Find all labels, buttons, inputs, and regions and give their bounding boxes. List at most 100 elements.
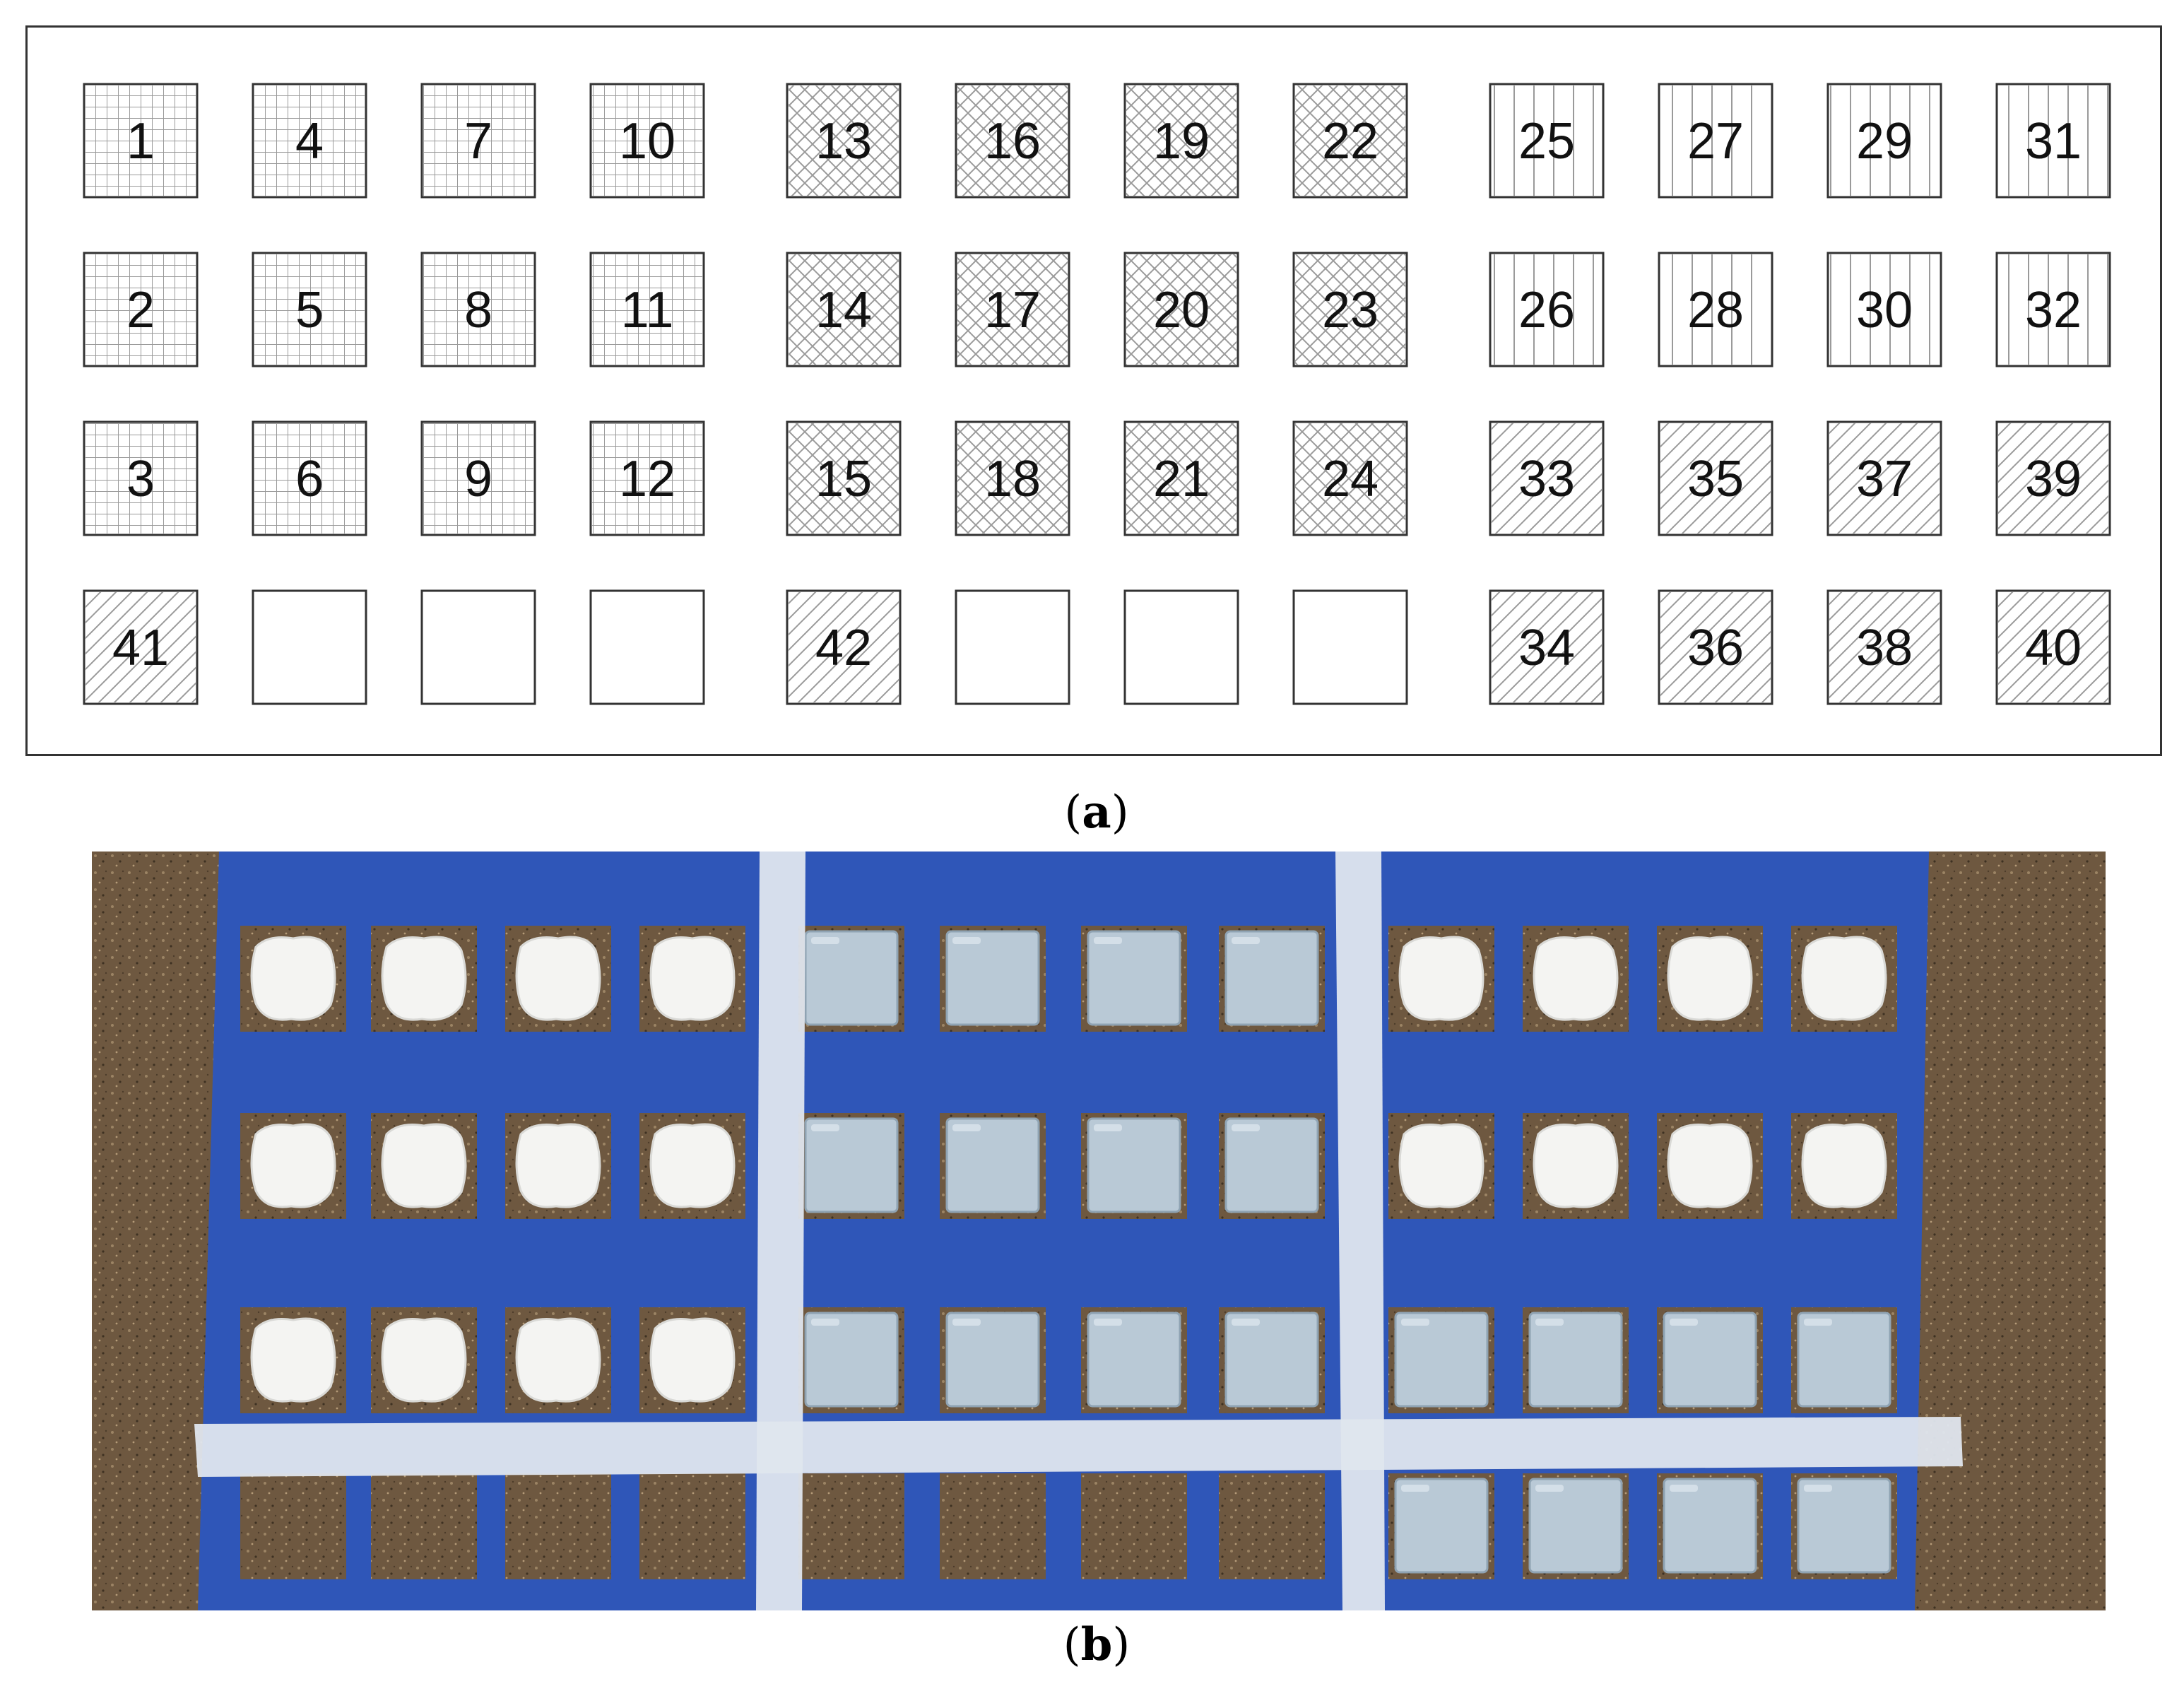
sample-number: 21 xyxy=(1153,451,1210,507)
gel-sample xyxy=(1797,1478,1891,1574)
sample-hole xyxy=(1657,1307,1763,1413)
sample-square-19: 19 xyxy=(1123,83,1239,199)
sample-square-5: 5 xyxy=(252,252,367,367)
sample-hole xyxy=(1081,1113,1187,1219)
sample-hole xyxy=(371,1307,477,1413)
sample-number: 28 xyxy=(1687,282,1744,338)
sample-grid-diagram: 1234145678910111213141542161718192021222… xyxy=(83,83,2111,705)
sample-hole xyxy=(1388,1307,1494,1413)
sample-hole xyxy=(1523,926,1629,1032)
gel-sample xyxy=(1663,1478,1757,1574)
gel-sample xyxy=(945,1312,1040,1408)
gel-sample xyxy=(945,1117,1040,1213)
sample-hole xyxy=(240,1307,346,1413)
sample-number: 22 xyxy=(1322,113,1379,170)
sample-hole xyxy=(1219,1473,1325,1579)
empty-square xyxy=(420,589,536,705)
gel-sample xyxy=(1087,1117,1181,1213)
sample-number: 4 xyxy=(295,113,324,170)
gel-sample xyxy=(1224,1312,1319,1408)
sample-square-29: 29 xyxy=(1826,83,1942,199)
gel-sample xyxy=(1224,1117,1319,1213)
sample-square-13: 13 xyxy=(786,83,902,199)
sample-square-23: 23 xyxy=(1292,252,1408,367)
gel-sample xyxy=(1663,1312,1757,1408)
sample-hole xyxy=(1388,1473,1494,1579)
sample-number: 39 xyxy=(2025,451,2082,507)
gel-sample xyxy=(1087,1312,1181,1408)
sample-number: 24 xyxy=(1322,451,1379,507)
sample-hole xyxy=(505,1473,611,1579)
sample-square-22: 22 xyxy=(1292,83,1408,199)
cotton-sample xyxy=(250,1123,336,1208)
sample-number: 34 xyxy=(1518,620,1575,676)
sample-square-36: 36 xyxy=(1658,589,1773,705)
cotton-sample xyxy=(649,1317,736,1403)
sample-square-14: 14 xyxy=(786,252,902,367)
sample-square-27: 27 xyxy=(1658,83,1773,199)
sample-square-11: 11 xyxy=(589,252,705,367)
sample-hole xyxy=(240,926,346,1032)
sample-number: 32 xyxy=(2025,282,2082,338)
sample-square-32: 32 xyxy=(1995,252,2111,367)
sample-hole xyxy=(940,1113,1046,1219)
sample-hole xyxy=(1523,1307,1629,1413)
sample-number: 18 xyxy=(984,451,1041,507)
cotton-sample xyxy=(381,936,467,1021)
sample-number: 30 xyxy=(1856,282,1913,338)
sample-hole xyxy=(1081,1473,1187,1579)
sample-square-7: 7 xyxy=(420,83,536,199)
cotton-sample xyxy=(515,1123,601,1208)
sample-square-18: 18 xyxy=(955,420,1070,536)
sample-square-21: 21 xyxy=(1123,420,1239,536)
gel-sample xyxy=(804,1312,899,1408)
sample-hole xyxy=(940,1307,1046,1413)
sample-hole xyxy=(1791,1307,1897,1413)
sample-hole xyxy=(639,926,745,1032)
sample-number: 13 xyxy=(815,113,872,170)
cotton-sample xyxy=(381,1123,467,1208)
sample-hole xyxy=(240,1113,346,1219)
empty-square xyxy=(589,589,705,705)
sample-hole xyxy=(371,1473,477,1579)
sample-hole xyxy=(505,1307,611,1413)
sample-number: 36 xyxy=(1687,620,1744,676)
sample-number: 42 xyxy=(815,620,872,676)
sample-square-31: 31 xyxy=(1995,83,2111,199)
sample-number: 19 xyxy=(1153,113,1210,170)
sample-number: 40 xyxy=(2025,620,2082,676)
empty-square xyxy=(1123,589,1239,705)
gel-sample xyxy=(804,1117,899,1213)
empty-square xyxy=(1292,589,1408,705)
sample-hole xyxy=(1791,1113,1897,1219)
sample-square-6: 6 xyxy=(252,420,367,536)
sample-hole xyxy=(1523,1473,1629,1579)
sample-square-4: 4 xyxy=(252,83,367,199)
gel-sample xyxy=(945,930,1040,1026)
sample-number: 5 xyxy=(295,282,324,338)
sample-number: 16 xyxy=(984,113,1041,170)
sample-hole xyxy=(798,1307,904,1413)
sample-number: 35 xyxy=(1687,451,1744,507)
gel-sample xyxy=(1224,930,1319,1026)
photo-sample-board xyxy=(92,852,2106,1610)
sample-hole xyxy=(1219,926,1325,1032)
sample-hole xyxy=(1388,1113,1494,1219)
sample-number: 14 xyxy=(815,282,872,338)
sample-square-38: 38 xyxy=(1826,589,1942,705)
sample-hole xyxy=(1657,1113,1763,1219)
sample-number: 41 xyxy=(112,620,169,676)
sample-number: 38 xyxy=(1856,620,1913,676)
sample-hole xyxy=(1081,1307,1187,1413)
sample-number: 2 xyxy=(126,282,155,338)
sample-hole xyxy=(1219,1307,1325,1413)
sample-hole xyxy=(798,1113,904,1219)
sample-number: 20 xyxy=(1153,282,1210,338)
cotton-sample xyxy=(381,1317,467,1403)
sample-square-12: 12 xyxy=(589,420,705,536)
sample-number: 15 xyxy=(815,451,872,507)
cotton-sample xyxy=(649,1123,736,1208)
sample-number: 10 xyxy=(619,113,675,170)
sample-number: 7 xyxy=(464,113,492,170)
